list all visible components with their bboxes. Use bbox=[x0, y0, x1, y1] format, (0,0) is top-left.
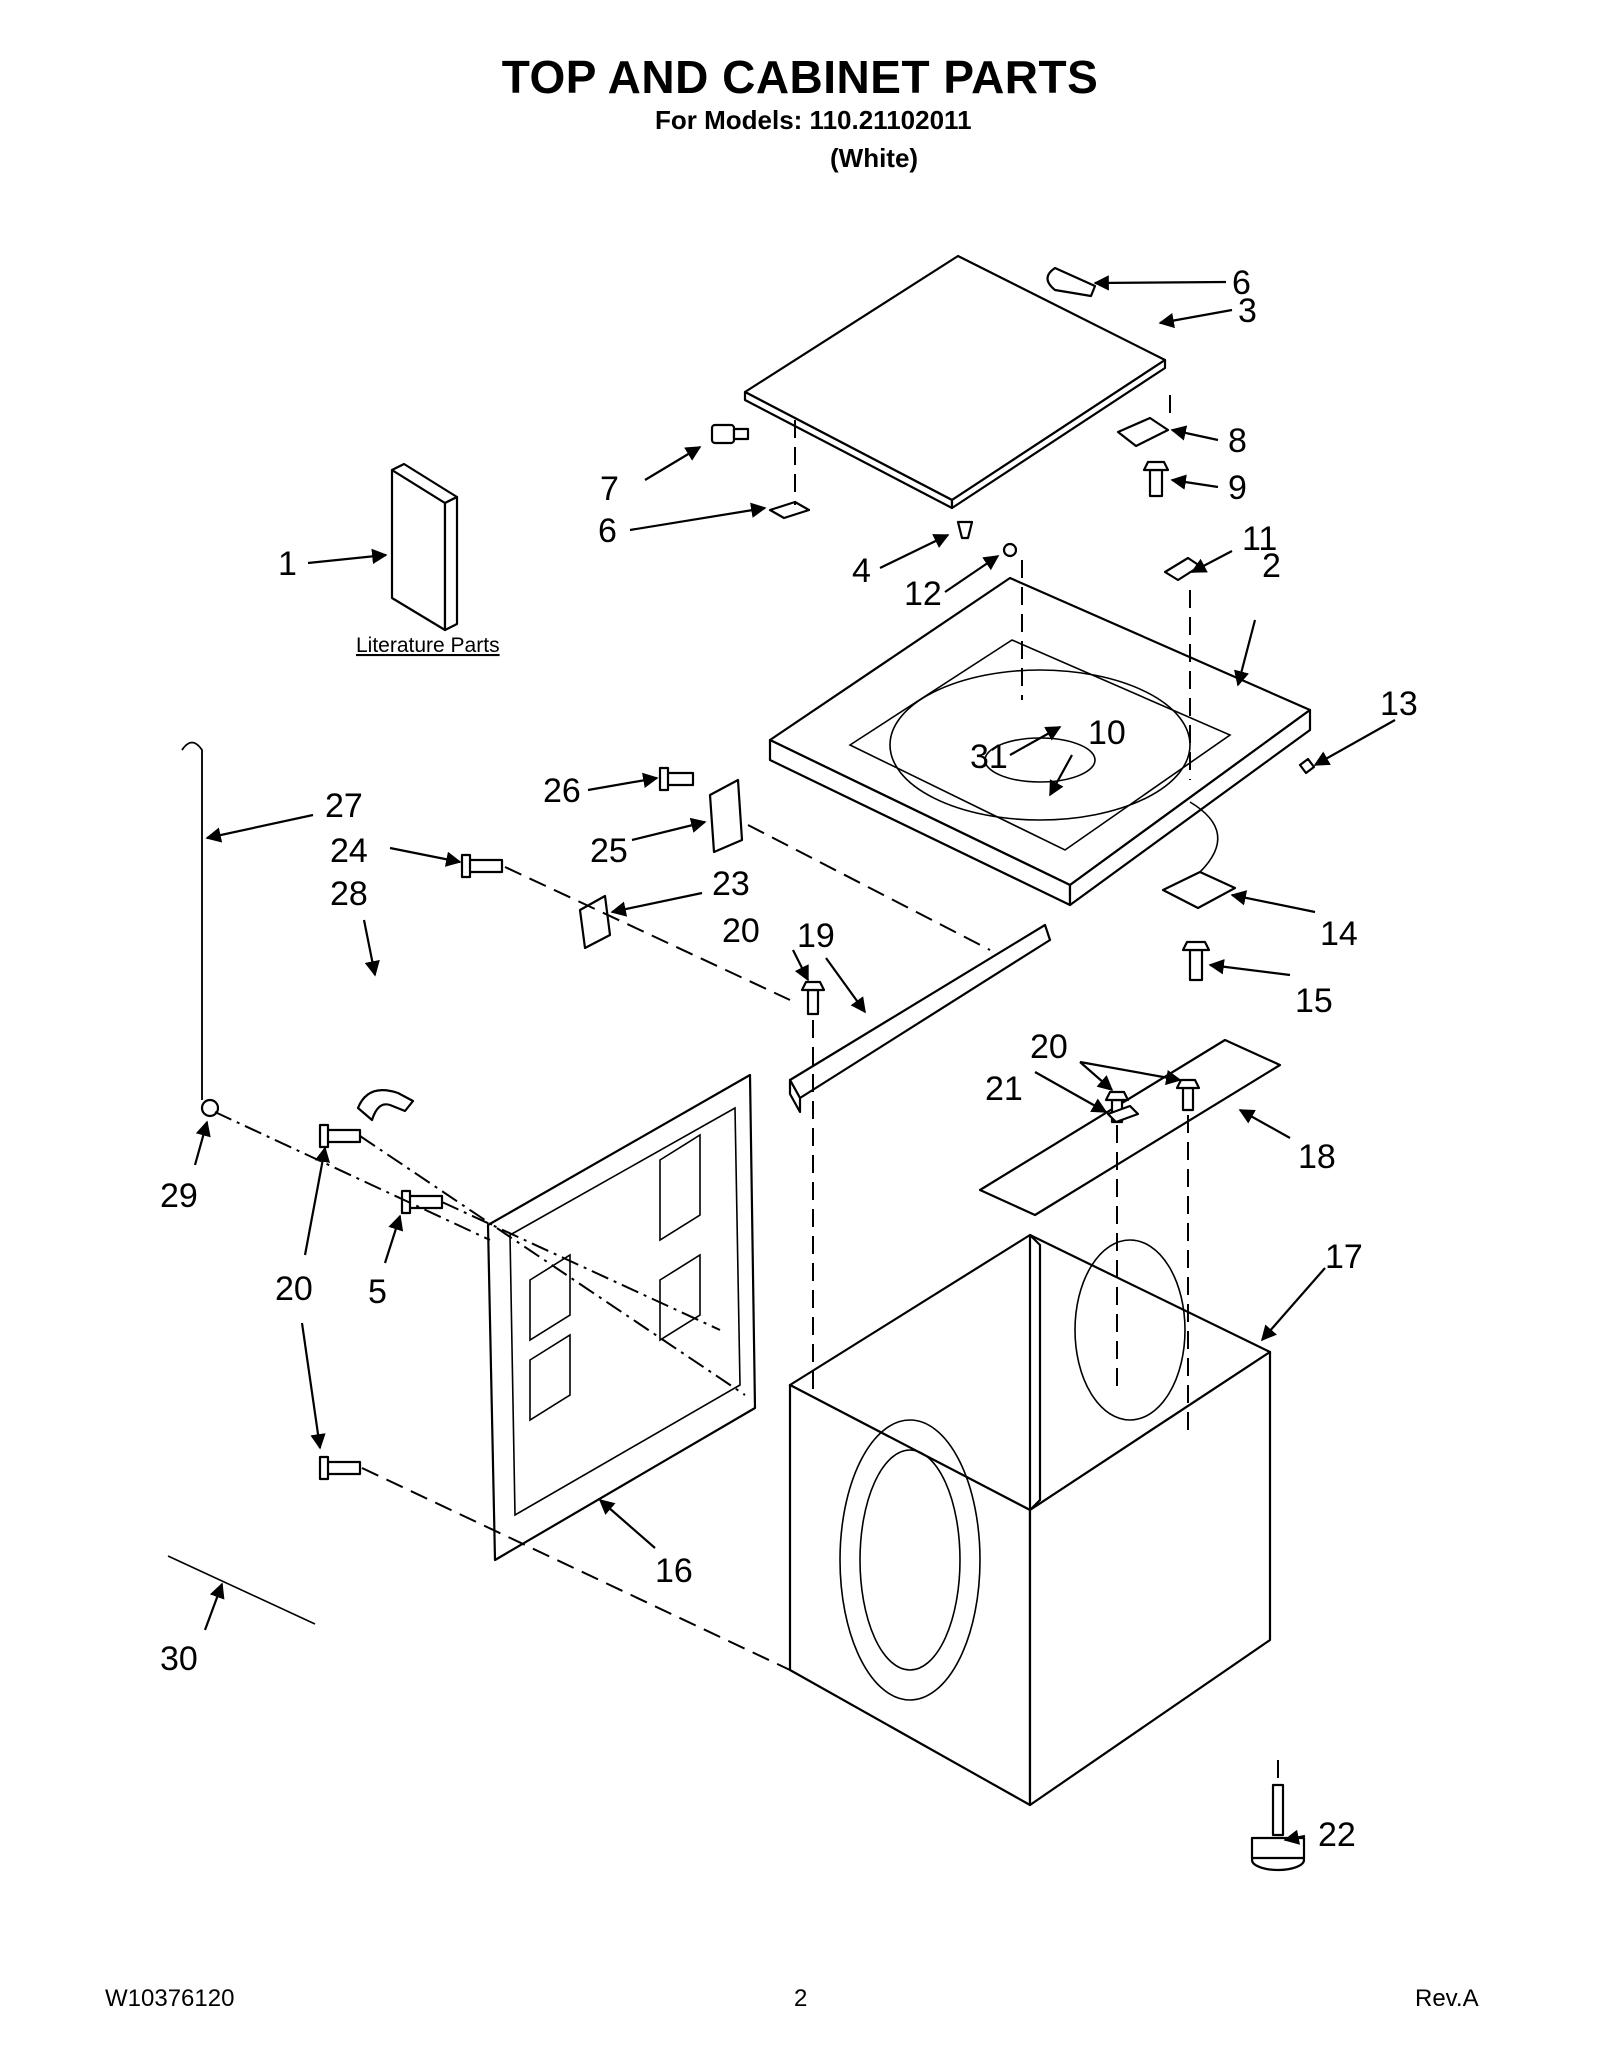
callout-30: 30 bbox=[160, 1640, 198, 1678]
callout-13: 13 bbox=[1380, 685, 1418, 723]
callout-7: 7 bbox=[600, 470, 619, 508]
lid-hinge-top bbox=[1046, 266, 1097, 298]
callout-20c: 20 bbox=[275, 1270, 313, 1308]
callout-11: 11 bbox=[1242, 520, 1277, 558]
rear-brace-18 bbox=[978, 1038, 1282, 1217]
callout-28: 28 bbox=[330, 875, 368, 913]
doc-number: W10376120 bbox=[105, 1985, 235, 2012]
callout-1: 1 bbox=[278, 545, 297, 583]
callout-19: 19 bbox=[797, 917, 835, 955]
callout-23: 23 bbox=[712, 865, 750, 903]
screw-26 bbox=[658, 766, 695, 792]
panel-screw-20d bbox=[318, 1123, 362, 1149]
callout-16: 16 bbox=[655, 1552, 693, 1590]
callout-2: 2 bbox=[1262, 547, 1281, 585]
lid-bumper-4 bbox=[956, 520, 974, 540]
clip-21 bbox=[1106, 1104, 1140, 1124]
callout-24: 24 bbox=[330, 832, 368, 870]
rear-panel-16 bbox=[486, 1073, 757, 1562]
callout-6b: 6 bbox=[598, 512, 617, 550]
callout-3: 3 bbox=[1238, 292, 1257, 330]
callout-29: 29 bbox=[160, 1177, 198, 1215]
leveling-leg-22 bbox=[1250, 1783, 1306, 1872]
hose-clamp-29 bbox=[200, 1098, 220, 1118]
literature-parts-label: Literature Parts bbox=[356, 634, 500, 657]
washer-top bbox=[768, 576, 1312, 907]
callout-12: 12 bbox=[904, 575, 942, 613]
drain-hose-27 bbox=[181, 741, 203, 1100]
callout-6a: 6 bbox=[1232, 264, 1251, 302]
callout-9: 9 bbox=[1228, 469, 1247, 507]
callout-31: 31 bbox=[970, 738, 1008, 776]
callout-26: 26 bbox=[543, 772, 581, 810]
callout-5: 5 bbox=[368, 1273, 387, 1311]
callout-14: 14 bbox=[1320, 915, 1358, 953]
callout-arrows bbox=[193, 275, 1396, 1845]
bracket-23 bbox=[578, 894, 612, 950]
lid-hinge-bottom bbox=[768, 500, 811, 520]
callout-27: 27 bbox=[325, 787, 363, 825]
hinge-screw-9 bbox=[1142, 460, 1170, 498]
models-subtitle: For Models: 110.21102011 bbox=[655, 105, 972, 135]
callout-20b: 20 bbox=[1030, 1028, 1068, 1066]
callout-17: 17 bbox=[1325, 1238, 1363, 1276]
tie-strap-30 bbox=[167, 1555, 316, 1625]
cabinet-17 bbox=[788, 1233, 1272, 1807]
panel-screw-20e bbox=[318, 1455, 362, 1481]
clip-13 bbox=[1298, 757, 1316, 775]
lid-switch-14 bbox=[1161, 801, 1237, 910]
brace-screw-20a bbox=[800, 980, 826, 1016]
callout-15: 15 bbox=[1295, 982, 1333, 1020]
assembly-guide-lines bbox=[214, 395, 1279, 1782]
callout-20a: 20 bbox=[722, 912, 760, 950]
screw-24 bbox=[460, 853, 504, 879]
screw-5 bbox=[400, 1189, 444, 1215]
color-subtitle: (White) bbox=[830, 143, 919, 173]
callout-22: 22 bbox=[1318, 1816, 1356, 1854]
callout-8: 8 bbox=[1228, 422, 1247, 460]
callout-4: 4 bbox=[852, 552, 871, 590]
lid-lock-11 bbox=[1163, 556, 1202, 582]
switch-screw-15 bbox=[1181, 940, 1211, 982]
callout-18: 18 bbox=[1298, 1138, 1336, 1176]
lid-switch-bracket bbox=[1116, 416, 1170, 448]
callout-10: 10 bbox=[1088, 714, 1126, 752]
callout-labels: 1 2 3 4 5 6 6 7 8 9 10 11 12 13 14 15 16… bbox=[160, 264, 1418, 1854]
washer-lid bbox=[743, 254, 1167, 510]
literature-booklet bbox=[390, 462, 459, 632]
callout-21: 21 bbox=[985, 1070, 1023, 1108]
callout-25: 25 bbox=[590, 832, 628, 870]
bracket-25 bbox=[708, 778, 744, 854]
front-brace-19 bbox=[788, 923, 1052, 1114]
lid-screw-left bbox=[710, 423, 750, 445]
page-number: 2 bbox=[794, 1985, 808, 2012]
page-title: TOP AND CABINET PARTS bbox=[501, 51, 1099, 103]
revision: Rev.A bbox=[1415, 1985, 1479, 2012]
hose-guide-28 bbox=[356, 1089, 415, 1122]
clip-12 bbox=[1002, 542, 1018, 558]
exploded-parts-diagram: Literature Parts bbox=[160, 254, 1418, 1872]
